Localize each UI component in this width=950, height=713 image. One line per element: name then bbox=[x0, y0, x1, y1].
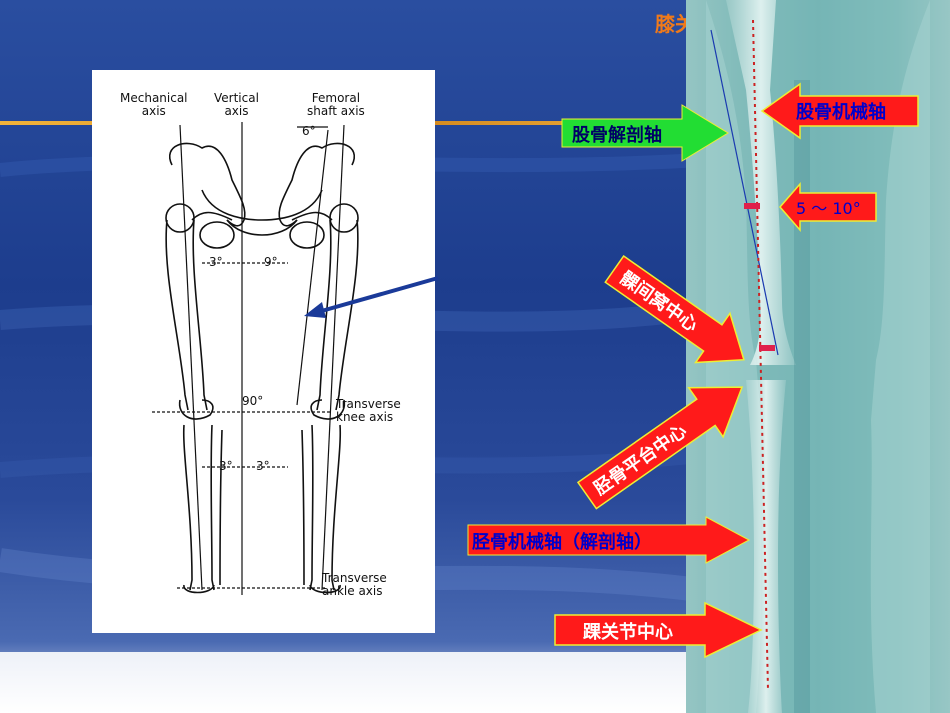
angle-3-top-label: 3° bbox=[209, 255, 223, 269]
femur-anatomical-axis-label: 股骨解剖轴 bbox=[572, 125, 662, 146]
mechanical-axis-label: Mechanical axis bbox=[120, 92, 188, 118]
footer-band bbox=[0, 652, 700, 713]
femur-mechanical-axis-label: 股骨机械轴 bbox=[796, 102, 886, 123]
femur-left bbox=[165, 219, 208, 411]
femur-mechanical-axis-arrow: 股骨机械轴 bbox=[760, 82, 920, 140]
femur-anatomical-axis-line bbox=[710, 29, 779, 356]
angle-3-right-label: 3° bbox=[256, 459, 270, 473]
mechanical-axis-text: Mechanical axis bbox=[120, 91, 188, 118]
angle-9-label: 9° bbox=[264, 255, 278, 269]
mechanical-axis-right bbox=[321, 124, 345, 591]
pointer-arrow bbox=[304, 276, 439, 318]
mechanical-axis-left bbox=[179, 124, 203, 591]
pelvis-right bbox=[278, 142, 355, 227]
transverse-knee-axis-text: Transverse knee axis bbox=[336, 397, 401, 424]
vertical-axis-text: Vertical axis bbox=[214, 91, 259, 118]
ankle-center-arrow: 踝关节中心 bbox=[553, 601, 763, 659]
femur-shadow bbox=[726, 0, 796, 365]
femur-right bbox=[316, 219, 359, 411]
angle-6-label: 6° bbox=[302, 124, 316, 138]
angle-range-label: 5 ～ 10° bbox=[796, 199, 861, 218]
transverse-ankle-axis-text: Transverse ankle axis bbox=[322, 571, 387, 598]
angle-3-left-label: 3° bbox=[219, 459, 233, 473]
ankle-center-label: 踝关节中心 bbox=[583, 622, 673, 643]
tibial-mechanical-axis-label: 胫骨机械轴（解剖轴） bbox=[472, 532, 652, 553]
tibia-left bbox=[182, 424, 215, 591]
tibial-mechanical-axis-arrow: 胫骨机械轴（解剖轴） bbox=[466, 515, 751, 565]
femoral-shaft-axis-label: Femoral shaft axis bbox=[307, 92, 365, 118]
vertical-axis-label: Vertical axis bbox=[214, 92, 259, 118]
transverse-ankle-axis-label: Transverse ankle axis bbox=[322, 572, 387, 598]
lower-limb-axis-diagram: Mechanical axis Vertical axis Femoral sh… bbox=[92, 70, 435, 633]
tibial-plateau-label: 胫骨平台中心 bbox=[590, 420, 691, 500]
femoral-shaft-axis bbox=[296, 129, 329, 406]
angle-range-arrow: 5 ～ 10° bbox=[778, 181, 878, 233]
femoral-shaft-axis-text: Femoral shaft axis bbox=[307, 91, 365, 118]
pelvis-left bbox=[169, 142, 246, 227]
intercondylar-notch-arrow: 髁间窝中心 bbox=[600, 254, 760, 370]
angle-90-label: 90° bbox=[242, 394, 264, 408]
tibia-right bbox=[309, 424, 342, 591]
bone-drawing bbox=[152, 122, 359, 595]
femur-anatomical-axis-arrow: 股骨解剖轴 bbox=[560, 103, 730, 163]
tibial-plateau-arrow: 胫骨平台中心 bbox=[568, 380, 763, 510]
transverse-knee-axis-label: Transverse knee axis bbox=[336, 398, 401, 424]
